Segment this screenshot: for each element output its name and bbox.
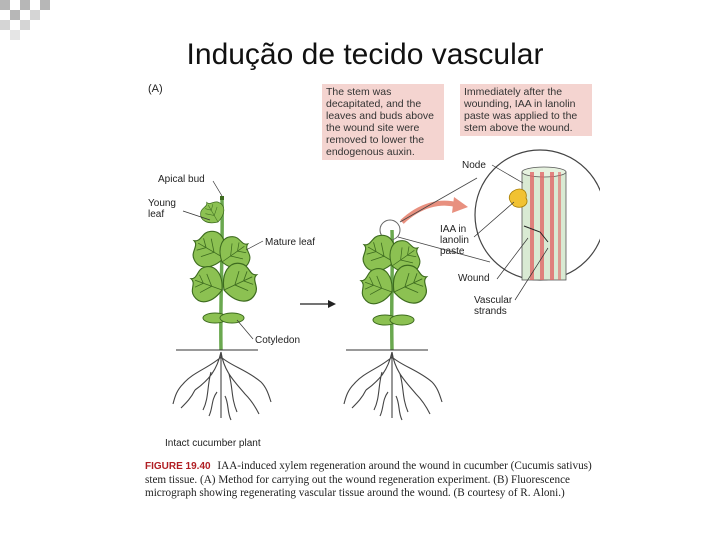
checkerboard-decoration bbox=[0, 0, 60, 40]
figure-caption-text: IAA-induced xylem regeneration around th… bbox=[145, 460, 592, 499]
label-intact-plant: Intact cucumber plant bbox=[165, 438, 261, 449]
magnified-stem-detail bbox=[398, 150, 600, 300]
label-apical-bud: Apical bud bbox=[158, 174, 205, 185]
label-young-leaf-line2: leaf bbox=[148, 209, 164, 220]
figure-number: FIGURE 19.40 bbox=[145, 461, 211, 472]
intact-plant-illustration bbox=[173, 196, 271, 420]
label-node: Node bbox=[462, 160, 486, 171]
label-young-leaf-line1: Young bbox=[148, 198, 176, 209]
wounded-plant-illustration bbox=[344, 220, 442, 420]
note-iaa-application: Immediately after the wounding, IAA in l… bbox=[460, 84, 592, 136]
label-iaa-line1: IAA in bbox=[440, 224, 466, 235]
label-iaa-line2: lanolin bbox=[440, 235, 469, 246]
label-vascular-line2: strands bbox=[474, 306, 507, 317]
label-cotyledon: Cotyledon bbox=[255, 335, 300, 346]
slide-title: Indução de tecido vascular bbox=[0, 38, 720, 72]
label-vascular-line1: Vascular bbox=[474, 295, 512, 306]
label-wound: Wound bbox=[458, 273, 490, 284]
label-iaa-line3: paste bbox=[440, 246, 464, 257]
label-mature-leaf: Mature leaf bbox=[265, 237, 315, 248]
panel-label: (A) bbox=[148, 83, 163, 95]
figure-caption: FIGURE 19.40 IAA-induced xylem regenerat… bbox=[145, 460, 595, 501]
note-decapitation: The stem was decapitated, and the leaves… bbox=[322, 84, 444, 160]
